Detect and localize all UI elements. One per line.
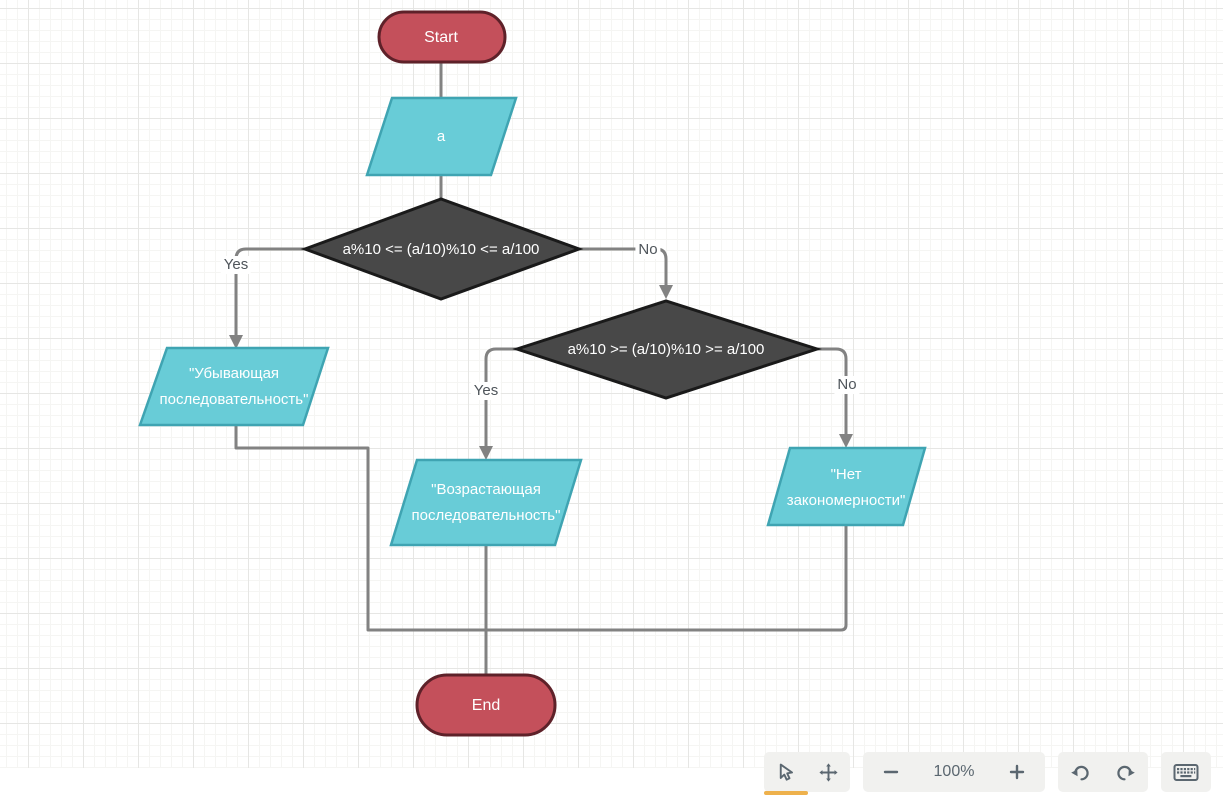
- arrowhead-decision2-no: [839, 434, 853, 448]
- edge-decision2-yes[interactable]: [484, 347, 517, 447]
- node-start[interactable]: [377, 10, 507, 64]
- undo-button[interactable]: [1058, 752, 1103, 792]
- keyboard-button[interactable]: [1161, 752, 1211, 792]
- canvas-grid: [0, 0, 1223, 768]
- node-output-decreasing[interactable]: [138, 346, 330, 427]
- node-input-a[interactable]: [365, 96, 518, 177]
- canvas-toolbar: 100%: [764, 752, 1211, 795]
- arrowhead-decision1-no: [659, 285, 673, 299]
- arrowhead-decision2-yes: [479, 446, 493, 460]
- tool-group-zoom: 100%: [863, 752, 1045, 792]
- undo-icon: [1071, 765, 1089, 780]
- zoom-in-button[interactable]: [989, 752, 1045, 792]
- move-icon: [819, 762, 838, 782]
- node-output-nopattern[interactable]: [766, 446, 927, 527]
- minus-icon: [883, 770, 899, 774]
- keyboard-icon: [1173, 763, 1199, 781]
- node-decision2[interactable]: [512, 299, 822, 400]
- cursor-icon: [779, 763, 793, 781]
- select-tool-button[interactable]: [764, 752, 808, 795]
- edge-decreasing-to-merge[interactable]: [234, 425, 486, 632]
- node-output-increasing[interactable]: [389, 458, 583, 547]
- active-tool-underline: [764, 791, 808, 795]
- arrowhead-decision1-yes: [229, 335, 243, 349]
- plus-icon: [1009, 764, 1025, 780]
- pan-tool-button[interactable]: [807, 752, 850, 792]
- edge-decision1-yes[interactable]: [234, 247, 305, 336]
- zoom-out-button[interactable]: [863, 752, 919, 792]
- tool-group-history: [1058, 752, 1148, 792]
- edge-decision2-no[interactable]: [817, 347, 848, 435]
- edge-decision1-no[interactable]: [579, 247, 668, 286]
- tool-group-pointer: [764, 752, 850, 795]
- redo-button[interactable]: [1103, 752, 1148, 792]
- node-end[interactable]: [415, 673, 557, 737]
- edge-nopattern-to-merge[interactable]: [486, 525, 848, 632]
- tool-group-keyboard: [1161, 752, 1211, 792]
- zoom-level[interactable]: 100%: [933, 763, 975, 780]
- node-decision1[interactable]: [300, 197, 584, 301]
- redo-icon: [1117, 765, 1135, 780]
